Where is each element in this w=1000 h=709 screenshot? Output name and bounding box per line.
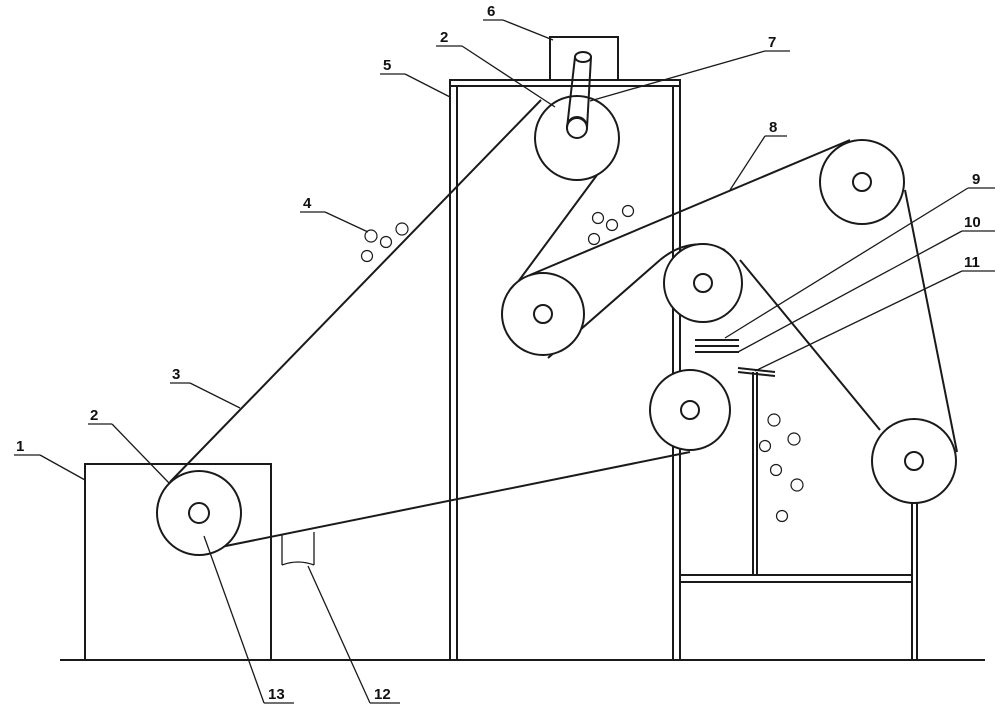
label-2-top: 2	[440, 29, 448, 46]
label-3: 3	[172, 366, 180, 383]
roller-center-lower	[649, 369, 731, 451]
roller-bottom-left	[156, 470, 242, 556]
label-5: 5	[383, 57, 391, 74]
label-2-left: 2	[90, 407, 98, 424]
base-box	[84, 463, 272, 661]
label-9: 9	[972, 171, 980, 188]
motor-box	[549, 36, 619, 81]
label-13: 13	[268, 686, 285, 703]
scraper-plates	[695, 339, 739, 353]
label-8: 8	[769, 119, 777, 136]
motor-shaft	[566, 51, 592, 139]
roller-left-middle	[501, 272, 585, 356]
label-10: 10	[964, 214, 981, 231]
label-7: 7	[768, 34, 776, 51]
label-4: 4	[303, 195, 312, 212]
label-12: 12	[374, 686, 391, 703]
inclined-belt	[169, 99, 691, 553]
label-1: 1	[16, 438, 24, 455]
particles	[360, 204, 804, 523]
support-bracket	[281, 532, 315, 566]
label-11: 11	[964, 254, 980, 271]
label-6: 6	[487, 3, 495, 20]
roller-upper-right	[819, 139, 905, 225]
leader-lines	[14, 19, 995, 704]
roller-center-upper	[663, 243, 743, 323]
roller-bottom-right	[871, 418, 957, 504]
